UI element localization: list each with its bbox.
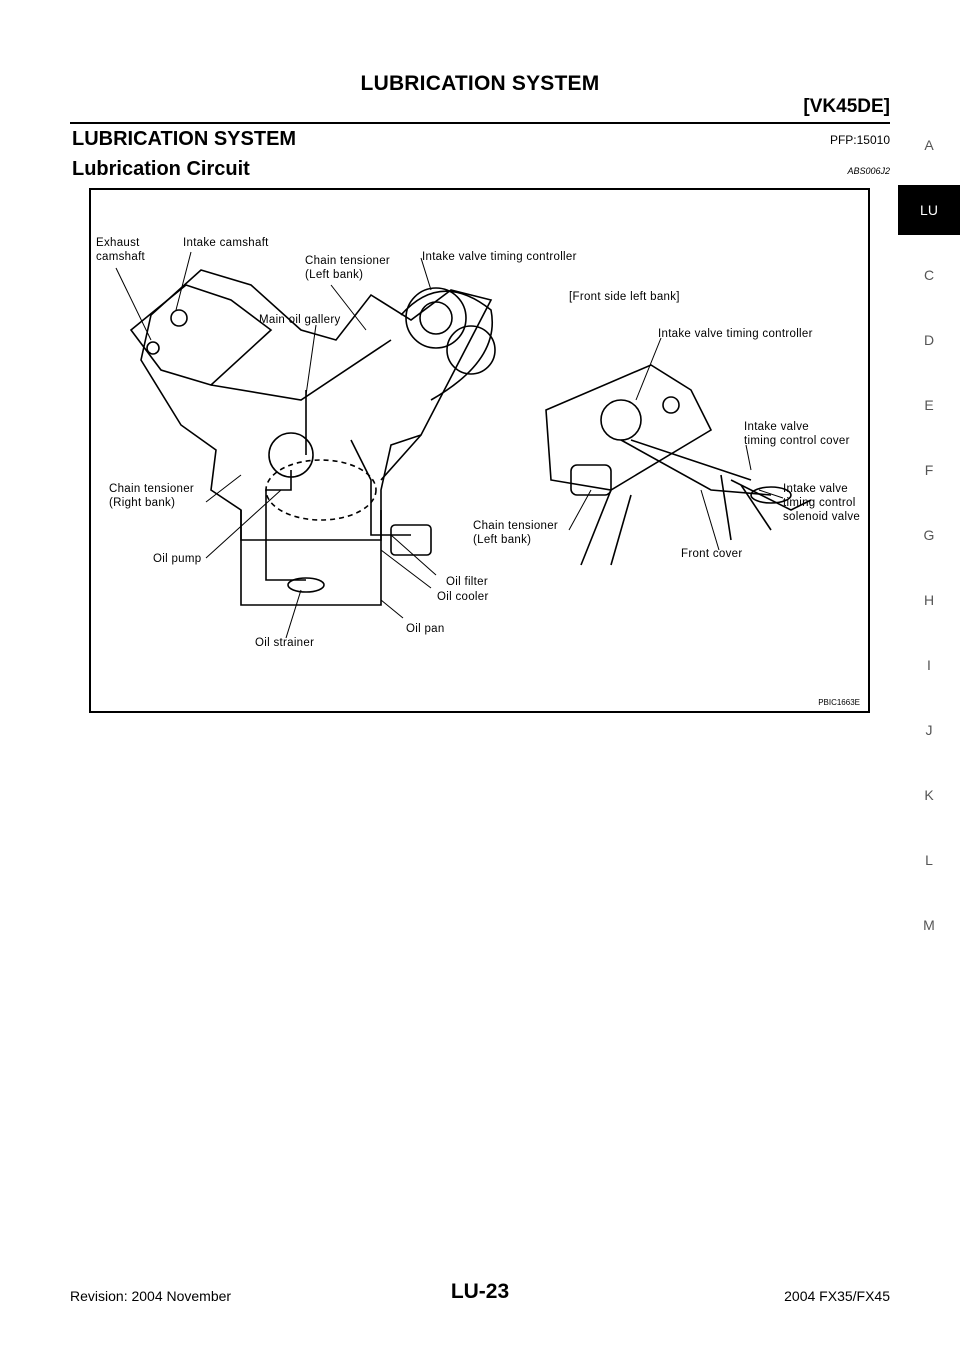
section-code: PFP:15010 — [829, 133, 890, 147]
tab-i[interactable]: I — [927, 657, 931, 673]
header-divider — [70, 122, 890, 124]
tab-lu[interactable]: LU — [898, 185, 960, 235]
lubrication-circuit-figure: Exhaust camshaft Intake camshaft Chain t… — [89, 188, 870, 713]
label-oil-pump: Oil pump — [153, 553, 202, 565]
tab-f[interactable]: F — [924, 462, 934, 478]
page-header-title: LUBRICATION SYSTEM — [360, 72, 600, 95]
label-intake-valve-timing-control-cover: Intake valve timing control cover — [744, 421, 850, 447]
section-index-tabs: A LU C D E F G H I J K L M — [898, 120, 960, 950]
label-exhaust-camshaft: Exhaust camshaft — [96, 237, 146, 263]
label-chain-tensioner-left-top: Chain tensioner (Left bank) — [305, 255, 391, 281]
tab-m[interactable]: M — [923, 917, 935, 933]
subsection-title: Lubrication Circuit — [72, 158, 250, 180]
label-intake-camshaft: Intake camshaft — [183, 237, 269, 249]
label-oil-pan: Oil pan — [406, 623, 445, 635]
tab-l[interactable]: L — [925, 852, 933, 868]
tab-j[interactable]: J — [925, 722, 933, 738]
engine-lubrication-diagram — [115, 251, 812, 639]
label-oil-cooler: Oil cooler — [437, 591, 489, 603]
tab-e[interactable]: E — [924, 397, 934, 413]
label-oil-strainer: Oil strainer — [255, 637, 315, 649]
tab-g[interactable]: G — [923, 527, 935, 543]
footer-revision: Revision: 2004 November — [70, 1288, 232, 1304]
tab-h[interactable]: H — [923, 592, 935, 608]
tab-d[interactable]: D — [923, 332, 935, 348]
label-chain-tensioner-right: Chain tensioner (Right bank) — [109, 483, 195, 509]
subsection-code: ABS006J2 — [847, 166, 890, 176]
label-intake-valve-timing-controller: Intake valve timing controller — [658, 328, 813, 340]
label-intake-valve-solenoid: Intake valve timing control solenoid val… — [783, 483, 861, 523]
label-front-cover: Front cover — [681, 548, 743, 560]
footer-model: 2004 FX35/FX45 — [784, 1288, 890, 1304]
engine-code: [VK45DE] — [803, 96, 890, 117]
tab-c[interactable]: C — [923, 267, 935, 283]
label-main-oil-gallery: Main oil gallery — [259, 314, 341, 326]
label-front-side-left-bank: [Front side left bank] — [569, 291, 680, 303]
tab-a[interactable]: A — [924, 137, 934, 153]
label-chain-tensioner-left-bottom: Chain tensioner (Left bank) — [473, 520, 559, 546]
label-oil-filter: Oil filter — [446, 576, 488, 588]
footer-page-number: LU-23 — [450, 1280, 510, 1303]
section-title: LUBRICATION SYSTEM — [72, 128, 297, 150]
figure-id: PBIC1663E — [818, 698, 860, 707]
label-intake-valve-timing-controller-top: Intake valve timing controller — [422, 251, 577, 263]
tab-k[interactable]: K — [924, 787, 934, 803]
